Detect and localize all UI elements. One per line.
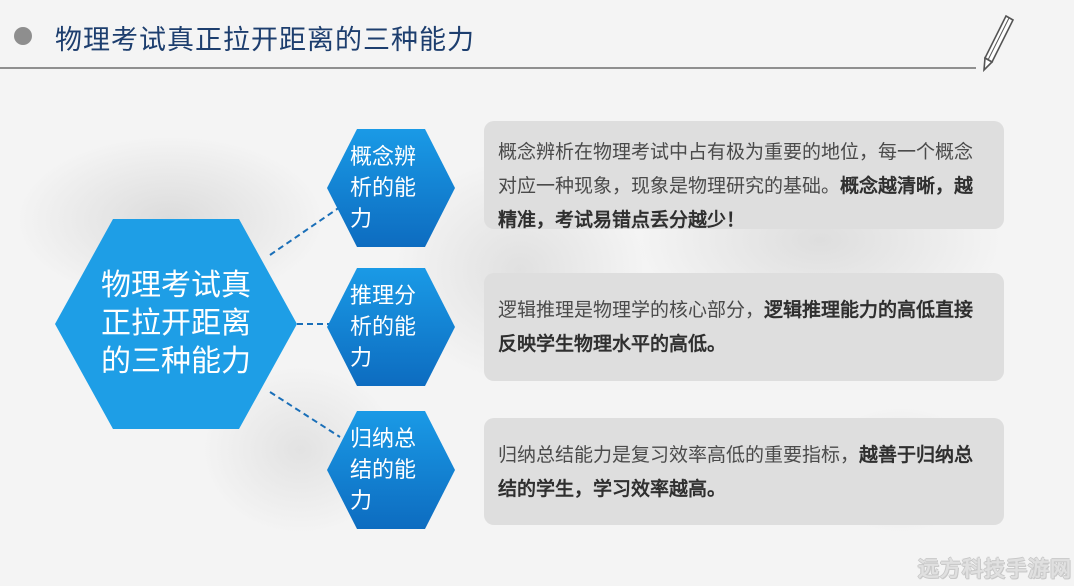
ability-hexagon-reasoning: 推理分 析的能 力 [327,268,455,386]
watermark: 远方科技手游网 [918,557,1072,581]
slide-title: 物理考试真正拉开距离的三种能力 [55,25,475,56]
ability-label-line: 结的能 [350,457,417,483]
center-label-line: 正拉开距离 [101,306,251,341]
slide-header: 物理考试真正拉开距离的三种能力 [0,0,1074,72]
ability-hexagon-summary: 归纳总 结的能 力 [327,411,455,529]
ability-label-line: 力 [350,345,373,371]
ability-label-line: 概念辨 [350,144,417,170]
ability-label-line: 力 [350,206,373,232]
center-label-line: 物理考试真 [101,268,251,303]
pencil-icon [983,14,1015,72]
ability-description-concept: 概念辨析在物理考试中占有极为重要的地位，每一个概念对应一种现象，现象是物理研究的… [484,121,1004,231]
ability-description-reasoning: 逻辑推理是物理学的核心部分，逻辑推理能力的高低直接反映学生物理水平的高低。 [484,273,1004,381]
ability-label-line: 析的能 [350,175,417,201]
ability-label-line: 力 [350,488,373,514]
description-text: 逻辑推理是物理学的核心部分， [498,299,765,321]
ability-label-line: 推理分 [350,283,417,309]
description-text: 概念辨析在物理考试中占有极为重要的地位，每一个概念对应一种现象，现象是物理研究的… [498,141,974,197]
description-text: 归纳总结能力是复习效率高低的重要指标， [498,444,860,466]
title-divider [0,67,976,69]
center-label-line: 的三种能力 [101,344,251,379]
ability-hexagon-concept: 概念辨 析的能 力 [327,129,455,247]
ability-label-line: 归纳总 [350,426,417,452]
description-emphasis: 概念越清晰，越精准，考试易错点丢分越少！ [498,175,974,231]
description-emphasis: 越善于归纳总结的学生，学习效率越高。 [498,444,974,500]
ability-description-summary: 归纳总结能力是复习效率高低的重要指标，越善于归纳总结的学生，学习效率越高。 [484,418,1004,525]
ability-label: 概念辨 析的能 力 [350,142,432,235]
bullet-dot-icon [14,27,32,45]
ability-label: 归纳总 结的能 力 [350,424,432,517]
center-hexagon: 物理考试真 正拉开距离 的三种能力 [55,219,297,429]
ability-label: 推理分 析的能 力 [350,281,432,374]
ability-label-line: 析的能 [350,314,417,340]
description-emphasis: 逻辑推理能力的高低直接反映学生物理水平的高低。 [498,299,974,355]
center-hexagon-label: 物理考试真 正拉开距离 的三种能力 [91,267,261,381]
